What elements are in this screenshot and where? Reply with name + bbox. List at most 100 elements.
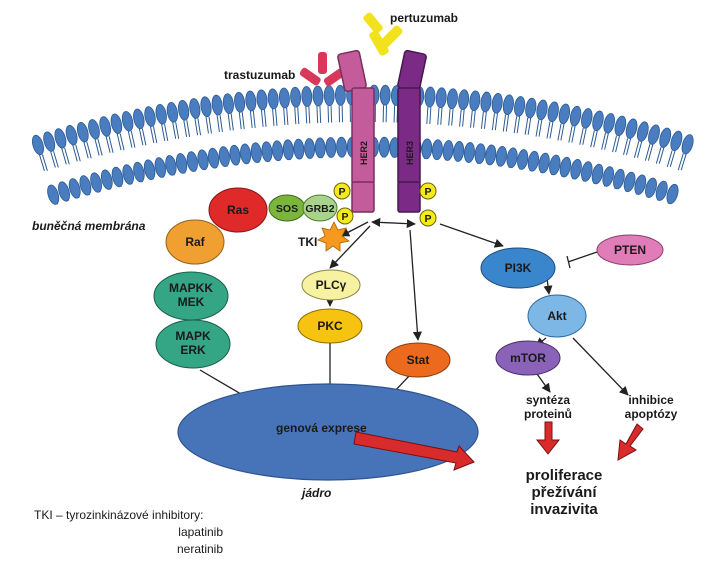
lipid-tail [338,105,344,158]
lipid-head-outer [491,92,503,114]
lipid-head-outer [312,85,324,107]
lipid-head-inner [378,136,390,158]
arrow-mtor-synthesis [536,373,551,393]
arrow-her2-her3 [371,217,416,229]
lipid-head-outer [480,91,492,113]
lipid-head-outer [99,116,112,137]
lipid-head-outer [155,104,167,125]
lipid-tail [434,107,443,160]
nucleus-label: jádro [300,486,331,500]
lipid-tail [216,114,228,167]
lipid-head-inner [645,177,657,198]
lipid-head-outer [334,84,346,106]
lipid-head-inner [442,140,454,161]
outcome-survival: přežívání [531,484,597,501]
lipid-head-inner [421,138,433,160]
lipid-head-outer [379,84,391,106]
outcome-arrow-apoptosis [617,423,644,461]
arrow-akt-apoptosis [572,337,629,396]
pten-node [596,234,664,266]
lipid-head-outer [54,128,67,149]
pkc-node [297,308,363,344]
sos-label: SOS [276,203,298,215]
lipid-head-inner [570,158,582,180]
lipid-head-outer [31,134,45,156]
lipid-head-outer [502,94,514,116]
lipid-tail [455,109,465,162]
lipid-tail [50,151,69,202]
lipid-head-inner [143,159,156,180]
phosphate-her2-1 [333,182,351,200]
lipid-head-inner [90,172,102,193]
phosphate-her3-2 [419,209,437,227]
lipid-head-outer [514,96,526,117]
lipid-tail [625,141,643,192]
lipid-tail [508,116,521,168]
lipid-head-inner [495,145,507,167]
akt-label: Akt [547,309,566,323]
lipid-head-outer [177,100,190,121]
synteza-label-2: proteinů [524,407,572,421]
lipid-tail [116,133,133,185]
lipid-head-outer [636,121,649,142]
lipid-tail [61,147,80,199]
lipid-head-outer [558,103,571,125]
lipid-tail [72,144,91,196]
lipid-head-inner [623,171,636,193]
lipid-head-outer [301,86,313,107]
lipid-head-inner [68,178,81,199]
inhibice-label-2: apoptózy [625,407,678,421]
lipid-tail [172,122,186,174]
lipid-tail [94,138,112,190]
lipid-tail [572,128,587,180]
lipid-head-outer [88,119,100,140]
lipid-tail [327,105,334,158]
lipid-tail [272,108,281,161]
her2-receptor [337,49,375,213]
lipid-head-outer [648,124,660,145]
lipid-head-outer [581,108,593,129]
lipid-head-inner [453,141,465,162]
lipid-head-outer [222,93,234,115]
grb2-label: GRB2 [305,203,334,215]
lipid-head-outer [592,110,604,132]
lipid-head-inner [293,138,305,160]
raf-node [165,219,225,265]
lipid-tail [238,112,249,164]
nucleus [177,383,479,481]
phosphate-label-2: P [341,211,348,223]
lipid-head-inner [538,152,550,174]
lipid-head-inner [229,144,241,166]
lipid-tail [519,117,532,170]
mapk-label-2: ERK [180,343,206,357]
lipid-tail [424,106,432,159]
lipid-head-outer [525,97,537,119]
lipid-head-inner [154,157,166,178]
lipid-tail [249,110,260,163]
lipid-head-outer [234,91,246,113]
phosphate-group [333,182,437,227]
lipid-tail [194,118,207,170]
trastuzumab-antibody-icon [299,52,345,87]
phosphate-label-4: P [424,213,431,225]
outcome-invasion: invazivita [530,501,598,518]
lipid-head-outer [189,98,201,119]
lipid-head-inner [186,151,198,172]
lipid-head-inner [655,180,668,201]
lipid-head-outer [446,88,458,110]
lipid-tail [487,113,498,165]
stat-node [385,342,451,378]
lipid-tail [561,125,576,177]
ras-label: Ras [227,203,249,217]
her3-receptor [397,49,427,213]
her2-label: HER2 [359,141,369,165]
lipid-head-outer [323,85,335,106]
lipid-head-outer [625,118,638,139]
arrow-to-tki-region [340,221,369,237]
lipid-head-inner [666,183,679,205]
outcome-arrow-main [353,431,475,471]
lipid-head-inner [272,140,284,162]
outcome-arrow-synthesis [535,421,561,455]
lipid-head-outer [256,89,268,111]
